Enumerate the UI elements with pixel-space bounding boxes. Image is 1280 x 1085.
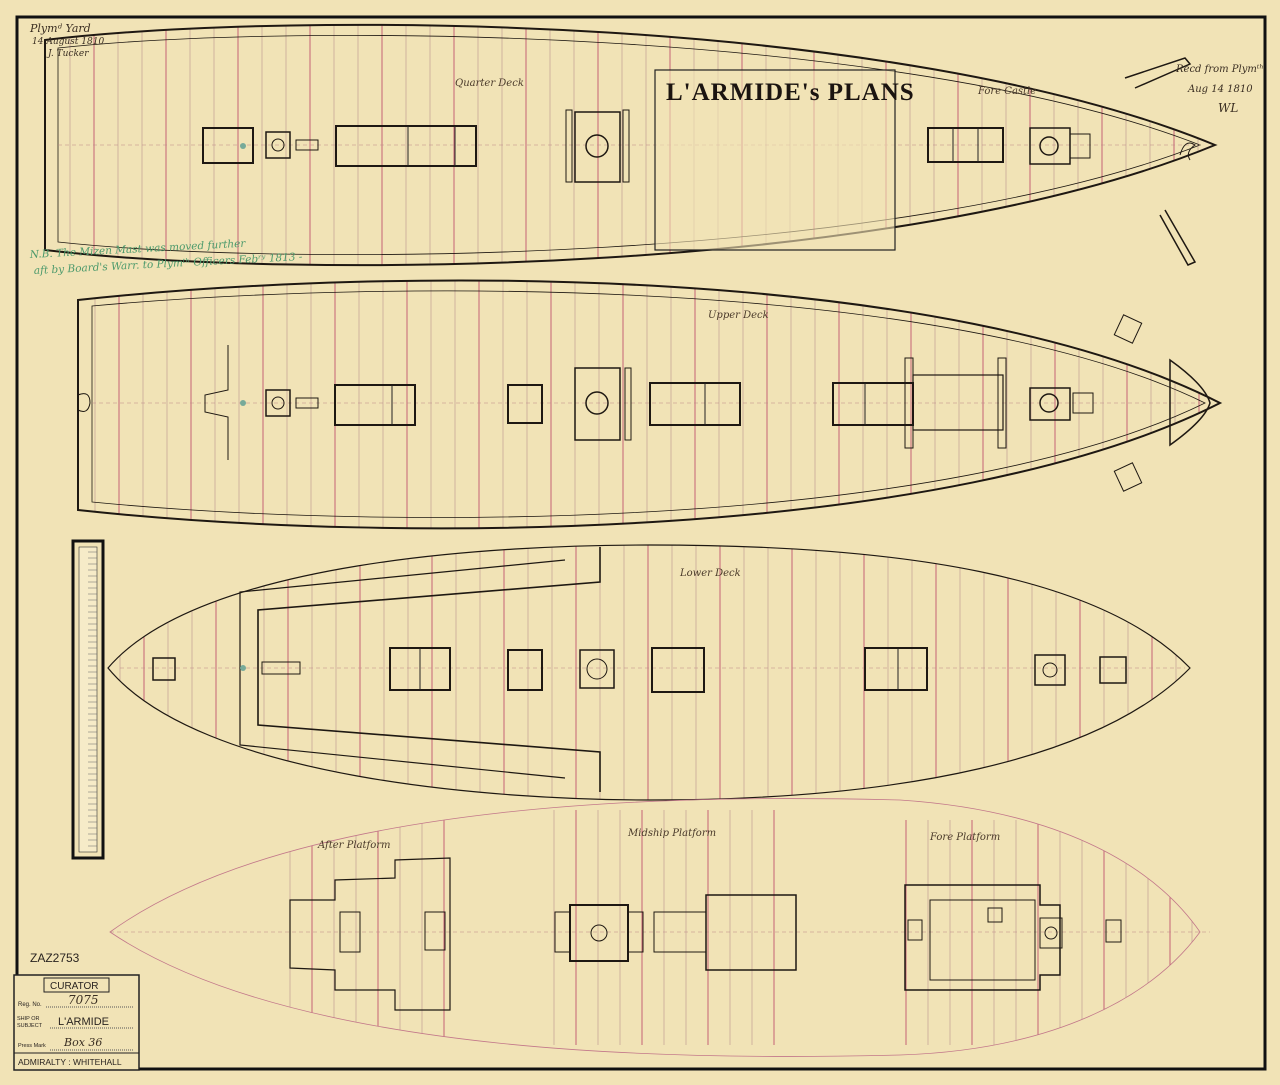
upper-deck-planking: [94, 280, 1200, 529]
label-midship-platform: Midship Platform: [627, 828, 716, 839]
sheet-border: [15, 15, 1267, 1071]
annotation-top-left-1: Plymᵈ Yard: [29, 22, 91, 35]
press-label: Press Mark: [18, 1043, 46, 1049]
ship-label-2: SUBJECT: [17, 1023, 43, 1029]
annotation-top-left-3: J. Tucker: [46, 49, 89, 59]
label-quarter-deck: Quarter Deck: [455, 78, 524, 89]
label-upper-deck: Upper Deck: [708, 310, 769, 321]
quarter-deck-plan: [44, 23, 1218, 267]
upper-deck-plan: [77, 279, 1223, 530]
annotation-top-right-3: WL: [1218, 101, 1238, 115]
annotation-top-left-2: 14 August 1810: [32, 37, 104, 47]
label-lower-deck: Lower Deck: [679, 568, 741, 579]
ship-value: L'ARMIDE: [58, 1016, 109, 1028]
annotation-top-right-1: Recd from Plymᵗʰ: [1175, 64, 1264, 75]
curator-stamp: ZAZ2753 CURATOR Reg. No. 7075 SHIP OR SU…: [13, 951, 140, 1071]
ship-label-1: SHIP OR: [17, 1016, 40, 1022]
reg-label: Reg. No.: [18, 1002, 42, 1008]
stamp-header: CURATOR: [50, 981, 99, 992]
stamp-footer: ADMIRALTY : WHITEHALL: [18, 1057, 122, 1067]
press-value: Box 36: [63, 1036, 102, 1049]
lower-deck-plan: [107, 544, 1191, 801]
quarter-deck-planking: [69, 24, 1199, 266]
label-fore-castle: Fore Castle: [977, 86, 1036, 97]
label-after-platform: After Platform: [317, 840, 391, 851]
catalogue-ref: ZAZ2753: [30, 951, 80, 965]
label-fore-platform: Fore Platform: [929, 832, 1000, 843]
plan-title: L'ARMIDE's PLANS: [666, 79, 915, 106]
reg-value: 7075: [68, 993, 99, 1007]
annotation-top-right-2: Aug 14 1810: [1187, 84, 1253, 95]
scale-bar: [71, 539, 105, 860]
platforms-plan: [109, 798, 1210, 1057]
